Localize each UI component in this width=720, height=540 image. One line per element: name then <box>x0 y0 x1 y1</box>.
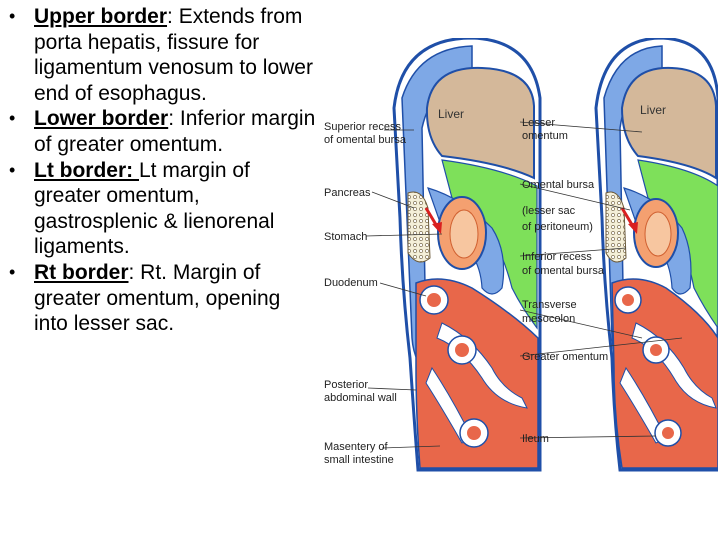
left-liver <box>425 66 535 180</box>
right-liver <box>620 66 717 180</box>
left-stomach-lumen <box>449 209 479 259</box>
label-mesentery-2: small intestine <box>324 454 394 466</box>
label-superior-recess-1: Superior recess <box>324 121 402 133</box>
label-bursa-2: (lesser sac <box>522 205 576 217</box>
right-pancreas <box>605 191 627 263</box>
label-bursa-3: of peritoneum) <box>522 221 593 233</box>
left-ileum <box>459 418 489 448</box>
organ-label-liver-left: Liver <box>438 107 464 121</box>
label-bursa-1: Omental bursa <box>522 179 595 191</box>
label-inferior-recess-2: of omental bursa <box>522 265 605 277</box>
bullet-icon: • <box>9 159 16 180</box>
bullet-text: Extends from porta hepatis, fissure for … <box>34 5 313 105</box>
label-posterior-2: abdominal wall <box>324 392 397 404</box>
right-ileum <box>654 419 682 447</box>
left-duodenum <box>419 285 449 315</box>
bullet-icon: • <box>9 6 16 26</box>
bullet-text: Lt margin of greater omentum, gastrosple… <box>34 158 275 259</box>
sagittal-section-diagram: Liver Liver Superior recess of omental b… <box>324 38 718 472</box>
label-superior-recess-2: of omental bursa <box>324 134 407 146</box>
label-duodenum: Duodenum <box>324 277 378 289</box>
label-posterior-1: Posterior <box>324 379 368 391</box>
bullet-lt-border: • Lt border: Lt margin of greater omentu… <box>0 158 318 260</box>
bullet-term: Upper border <box>34 5 168 28</box>
omental-bursa-figure: Liver Liver Superior recess of omental b… <box>322 38 718 488</box>
bullet-text: Inferior margin of greater omentum. <box>34 107 316 156</box>
bullet-text: Rt. Margin of greater omentum, opening i… <box>34 260 281 336</box>
leader-lines <box>365 121 683 449</box>
bullet-list: • Upper border: Extends from porta hepat… <box>0 4 318 337</box>
right-mesentery-lower <box>619 366 667 444</box>
label-pancreas: Pancreas <box>324 187 371 199</box>
label-lesser-2: omentum <box>522 130 568 142</box>
left-transverse-colon <box>447 335 477 365</box>
label-stomach: Stomach <box>324 231 367 243</box>
bullet-term: Lt border: <box>34 158 139 182</box>
right-duodenum <box>614 286 642 314</box>
left-pancreas <box>407 191 431 263</box>
label-transverse-1: Transverse <box>522 299 577 311</box>
bullet-term: Lower border <box>34 107 169 131</box>
bullet-term: Rt border <box>34 260 129 284</box>
label-greater-omentum: Greater omentum <box>522 351 608 363</box>
bullet-separator: : <box>168 107 175 131</box>
label-transverse-2: mesocolon <box>522 313 575 325</box>
bullet-icon: • <box>9 261 16 282</box>
bullet-icon: • <box>9 108 16 129</box>
organ-label-liver-right: Liver <box>640 103 666 117</box>
left-section <box>392 38 542 472</box>
bullet-separator: : <box>128 260 135 284</box>
bullet-rt-border: • Rt border: Rt. Margin of greater oment… <box>0 260 318 337</box>
right-transverse-colon <box>642 336 670 364</box>
left-arrow-head <box>432 222 442 234</box>
label-inferior-recess-1: Inferior recess <box>522 251 592 263</box>
right-section <box>594 38 718 472</box>
bullet-lower-border: • Lower border: Inferior margin of great… <box>0 106 318 157</box>
right-arrow-head <box>628 222 638 234</box>
bullet-upper-border: • Upper border: Extends from porta hepat… <box>0 4 318 106</box>
label-lesser-1: Lesser <box>522 117 555 129</box>
bullet-separator: : <box>167 5 173 28</box>
right-stomach-lumen <box>644 211 672 257</box>
left-mesentery-lower <box>425 366 473 444</box>
label-ileum: Ileum <box>522 433 549 445</box>
label-mesentery-1: Masentery of <box>324 441 389 453</box>
